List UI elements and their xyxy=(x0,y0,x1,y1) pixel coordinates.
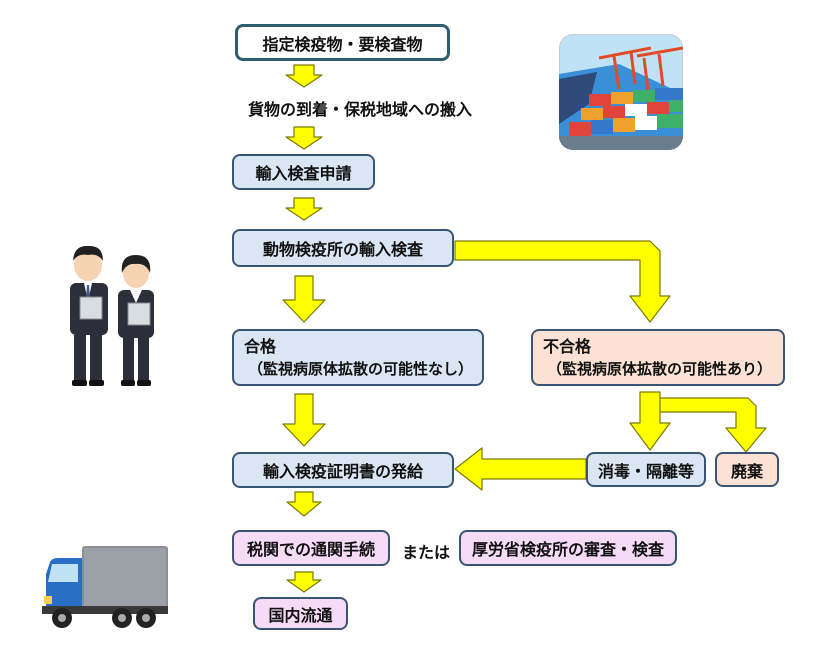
fail-title: 不合格 xyxy=(543,336,592,356)
female-inspector xyxy=(118,255,154,386)
dispose-label: 廃棄 xyxy=(730,461,763,481)
arrow-down-pass xyxy=(282,275,326,323)
start-label: 指定検疫物・要検査物 xyxy=(262,34,423,54)
container-port-illustration xyxy=(559,34,683,150)
disinfect-label: 消毒・隔離等 xyxy=(597,461,694,481)
customs-box: 税関での通関手続 xyxy=(232,530,390,566)
arrow-left-certificate xyxy=(454,447,587,491)
fail-box: 不合格 （監視病原体拡散の可能性あり） xyxy=(531,329,785,386)
truck-illustration xyxy=(42,546,168,628)
inspection-label: 動物検疫所の輸入検査 xyxy=(262,240,423,259)
or-text: または xyxy=(402,543,451,562)
arrow-to-fail xyxy=(454,240,671,323)
mhlw-box: 厚労省検疫所の審査・検査 xyxy=(459,530,677,566)
arrow-down-1 xyxy=(285,64,323,88)
arrow-down-domestic xyxy=(286,571,322,593)
arrow-down-customs xyxy=(286,491,322,517)
arrow-down-2 xyxy=(285,126,323,150)
domestic-box: 国内流通 xyxy=(253,597,348,630)
arrival-text: 貨物の到着・保税地域への搬入 xyxy=(248,100,473,119)
pass-note: （監視病原体拡散の可能性なし） xyxy=(248,359,474,378)
mhlw-label: 厚労省検疫所の審査・検査 xyxy=(471,540,664,559)
dispose-box: 廃棄 xyxy=(715,452,779,487)
male-inspector xyxy=(70,245,108,386)
domestic-label: 国内流通 xyxy=(268,605,333,625)
arrow-down-3 xyxy=(285,197,323,221)
arrow-fail-dispose xyxy=(659,397,767,453)
fail-note: （監視病原体拡散の可能性あり） xyxy=(547,359,773,378)
pass-title: 合格 xyxy=(244,336,277,356)
application-box: 輸入検査申請 xyxy=(232,154,375,190)
pass-box: 合格 （監視病原体拡散の可能性なし） xyxy=(232,329,484,386)
certificate-label: 輸入検疫証明書の発給 xyxy=(262,462,423,481)
start-box: 指定検疫物・要検査物 xyxy=(235,24,450,61)
application-label: 輸入検査申請 xyxy=(255,164,352,183)
arrow-down-certificate xyxy=(282,393,326,447)
inspectors-illustration xyxy=(70,245,154,386)
disinfect-box: 消毒・隔離等 xyxy=(586,452,706,487)
certificate-box: 輸入検疫証明書の発給 xyxy=(232,452,454,488)
customs-label: 税関での通関手続 xyxy=(246,540,375,559)
inspection-box: 動物検疫所の輸入検査 xyxy=(232,229,454,267)
